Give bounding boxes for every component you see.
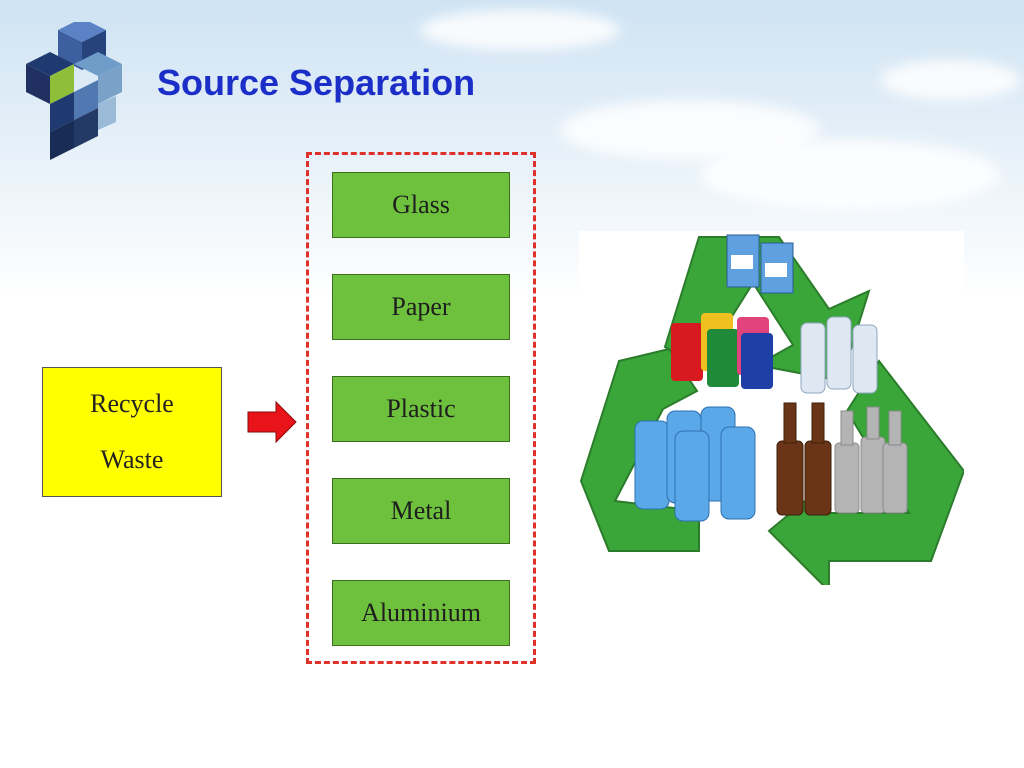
category-glass: Glass xyxy=(332,172,510,238)
source-label-line1: Recycle xyxy=(90,389,174,418)
soda-can-icon xyxy=(671,313,773,389)
brown-bottle-icon xyxy=(776,402,832,516)
clear-bottle-icon xyxy=(800,316,878,394)
category-group-border xyxy=(306,152,536,664)
category-paper: Paper xyxy=(332,274,510,340)
category-metal: Metal xyxy=(332,478,510,544)
source-label-line2: Waste xyxy=(100,445,164,474)
sky-background xyxy=(0,0,1024,300)
recycle-waste-box: Recycle Waste xyxy=(42,367,222,497)
water-bottle-icon xyxy=(634,406,756,522)
logo-icon xyxy=(26,22,122,160)
category-plastic: Plastic xyxy=(332,376,510,442)
page-title: Source Separation xyxy=(157,62,476,103)
right-arrow-icon xyxy=(247,400,297,444)
recycling-illustration xyxy=(579,231,964,585)
milk-carton-icon xyxy=(726,234,794,294)
category-aluminium: Aluminium xyxy=(332,580,510,646)
grey-bottle-icon xyxy=(834,406,908,514)
